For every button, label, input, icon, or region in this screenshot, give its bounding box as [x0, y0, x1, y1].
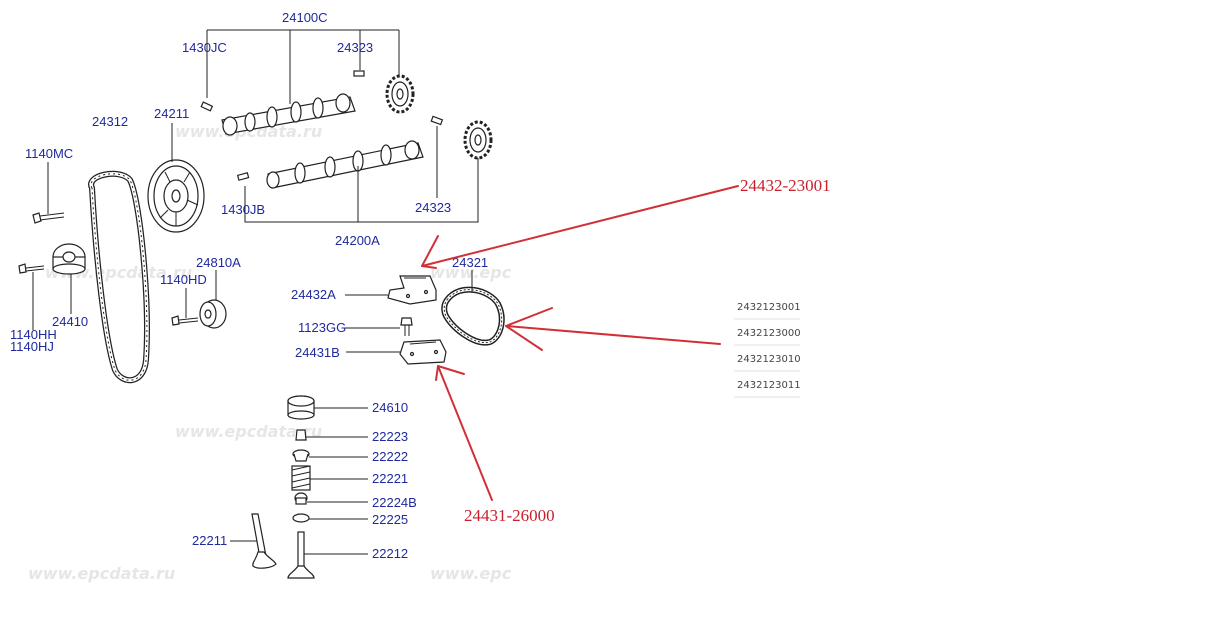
label-22221: 22221	[372, 471, 408, 486]
arrowhead-to-24432	[421, 235, 439, 269]
spring-22221	[291, 465, 311, 491]
label-24321: 24321	[452, 255, 488, 270]
watermark-5: www.epcdata.ru	[28, 564, 175, 583]
seal-22224b	[294, 492, 308, 505]
red-annotations: 24432-23001 24431-26000	[421, 176, 831, 525]
bolt-1123gg	[400, 317, 413, 336]
label-1140mc: 1140MC	[25, 146, 73, 161]
label-24431b: 24431B	[295, 345, 340, 360]
valve-group	[230, 395, 368, 579]
belt-group	[18, 123, 227, 384]
label-24312: 24312	[92, 114, 128, 129]
arrow-to-24321	[505, 325, 721, 345]
upper-camshaft	[221, 93, 356, 136]
cam-pulley-24211	[147, 159, 205, 233]
label-22225: 22225	[372, 512, 408, 527]
arrowhead-to-24431	[435, 365, 465, 381]
upper-cam-sprocket	[385, 74, 415, 114]
label-1140hd: 1140HD	[160, 272, 207, 287]
valve-22212	[287, 531, 315, 579]
label-24200a: 24200A	[335, 233, 380, 248]
label-1123gg: 1123GG	[298, 320, 346, 335]
cotter-22223	[295, 429, 307, 441]
lifter-24610	[287, 395, 315, 420]
valve-22211	[251, 513, 277, 569]
pin-1430jb	[236, 172, 250, 181]
side-list-item-4[interactable]: 2432123011	[737, 380, 801, 391]
annotation-24432-23001: 24432-23001	[740, 176, 831, 195]
label-24211: 24211	[154, 106, 189, 121]
label-24432a: 24432A	[291, 287, 336, 302]
key-24323-upper	[353, 70, 365, 77]
part-labels: 24100C 1430JC 24323 24312 24211 1140MC 1…	[10, 10, 488, 561]
label-24100c: 24100C	[282, 10, 328, 25]
timing-chain-24321	[441, 286, 505, 346]
label-1430jc: 1430JC	[182, 40, 227, 55]
lower-cam-sprocket	[463, 120, 493, 160]
side-list-item-3[interactable]: 2432123010	[737, 354, 801, 365]
label-22212: 22212	[372, 546, 408, 561]
watermark-3: www.epc	[430, 263, 512, 282]
arrowhead-to-24321	[505, 307, 553, 351]
side-list-item-2[interactable]: 2432123000	[737, 328, 801, 339]
label-22224b: 22224B	[372, 495, 417, 510]
label-22223: 22223	[372, 429, 408, 444]
bolt-1140hd	[171, 315, 199, 326]
bracket-24100c	[206, 29, 400, 104]
tensioner-24410	[52, 243, 86, 275]
chain-group	[344, 270, 505, 365]
retainer-22222	[292, 449, 310, 462]
pin-1430jc	[200, 101, 214, 112]
label-1430jb: 1430JB	[221, 202, 265, 217]
label-22211: 22211	[192, 533, 227, 548]
guide-24431b	[399, 339, 447, 365]
label-24410: 24410	[52, 314, 88, 329]
seat-22225	[292, 513, 310, 523]
label-1140hh: 1140HH	[10, 327, 57, 342]
label-24810a: 24810A	[196, 255, 241, 270]
label-1140hj: 1140HJ	[10, 339, 54, 354]
label-24610: 24610	[372, 400, 408, 415]
watermark-1: www.epcdata.ru	[175, 122, 322, 141]
bolt-1140mc	[32, 212, 65, 224]
side-part-list: 2432123001 2432123000 2432123010 2432123…	[734, 302, 801, 398]
camshaft-group	[200, 29, 493, 223]
watermark-6: www.epc	[430, 564, 512, 583]
lower-camshaft	[266, 140, 424, 189]
annotation-24431-26000: 24431-26000	[464, 506, 555, 525]
arrow-to-24431	[437, 365, 493, 501]
guide-24432a	[387, 275, 437, 305]
idler-24810a	[199, 299, 227, 329]
side-list-item-1[interactable]: 2432123001	[737, 302, 801, 313]
watermark-4: www.epcdata.ru	[175, 422, 322, 441]
label-24323-lower: 24323	[415, 200, 451, 215]
bracket-24200a	[244, 126, 479, 223]
arrow-to-24432	[421, 185, 739, 267]
label-22222: 22222	[372, 449, 408, 464]
key-24323-lower	[430, 115, 444, 126]
bolt-1140hh	[18, 263, 45, 274]
label-24323-upper: 24323	[337, 40, 373, 55]
